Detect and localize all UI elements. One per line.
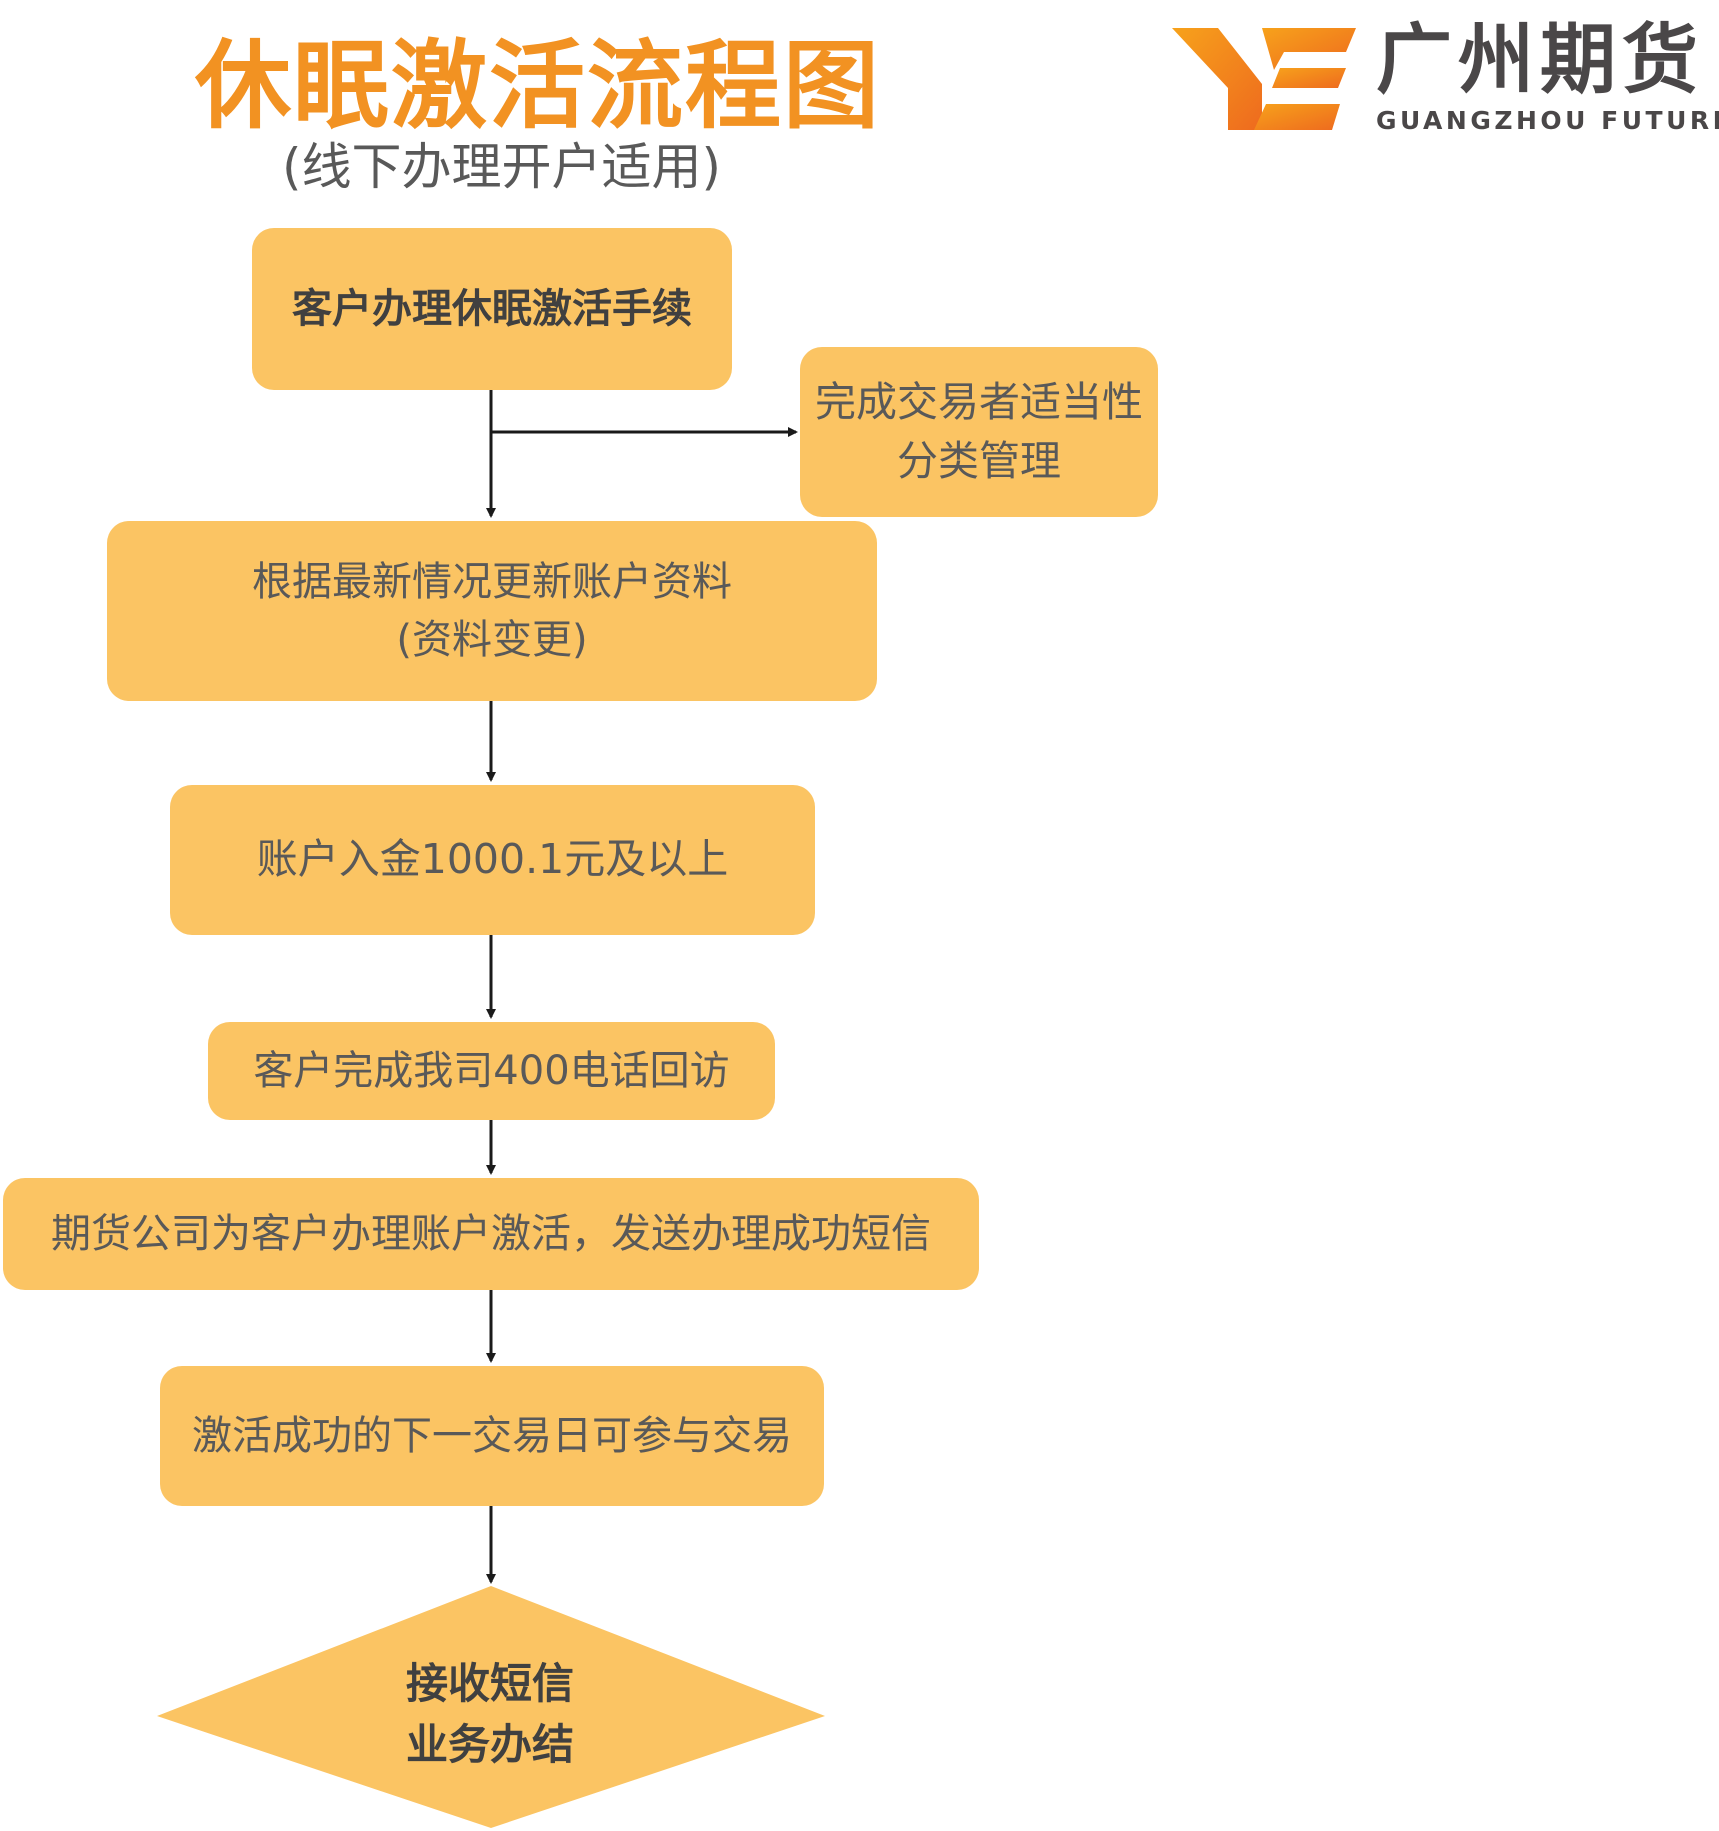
page-subtitle: (线下办理开户适用) [282,138,722,196]
end-line1: 接收短信 [405,1659,574,1709]
step-box-deposit: 账户入金1000.1元及以上 [170,785,815,935]
step-box-activation: 期货公司为客户办理账户激活，发送办理成功短信 [3,1178,979,1290]
side-step-box: 完成交易者适当性 分类管理 [800,347,1158,517]
step-deposit-label: 账户入金1000.1元及以上 [256,835,729,884]
page-title: 休眠激活流程图 [195,30,881,142]
step-box-start: 客户办理休眠激活手续 [252,228,732,390]
step-box-callback: 客户完成我司400电话回访 [208,1022,775,1120]
step-box-trade: 激活成功的下一交易日可参与交易 [160,1366,824,1506]
end-diamond-label: 接收短信 业务办结 [160,1650,820,1780]
step-update-line2: (资料变更) [396,617,588,663]
side-step-line1: 完成交易者适当性 [815,377,1143,426]
step-trade-label: 激活成功的下一交易日可参与交易 [192,1413,792,1459]
end-line2: 业务办结 [405,1720,574,1769]
logo-name-cn: 广州期货 [1376,15,1704,104]
side-step-line2: 分类管理 [897,437,1061,485]
logo-name-en: GUANGZHOU FUTURES [1376,106,1719,135]
step-box-update-info: 根据最新情况更新账户资料 (资料变更) [107,521,877,701]
step-callback-label: 客户完成我司400电话回访 [253,1048,730,1094]
step-activation-label: 期货公司为客户办理账户激活，发送办理成功短信 [51,1211,931,1257]
company-logo: 广州期货 GUANGZHOU FUTURES [1170,22,1719,142]
logo-mark-icon [1172,28,1356,130]
step-update-line1: 根据最新情况更新账户资料 [252,559,732,605]
step-start-label: 客户办理休眠激活手续 [292,286,692,332]
end-diamond [157,1586,825,1828]
